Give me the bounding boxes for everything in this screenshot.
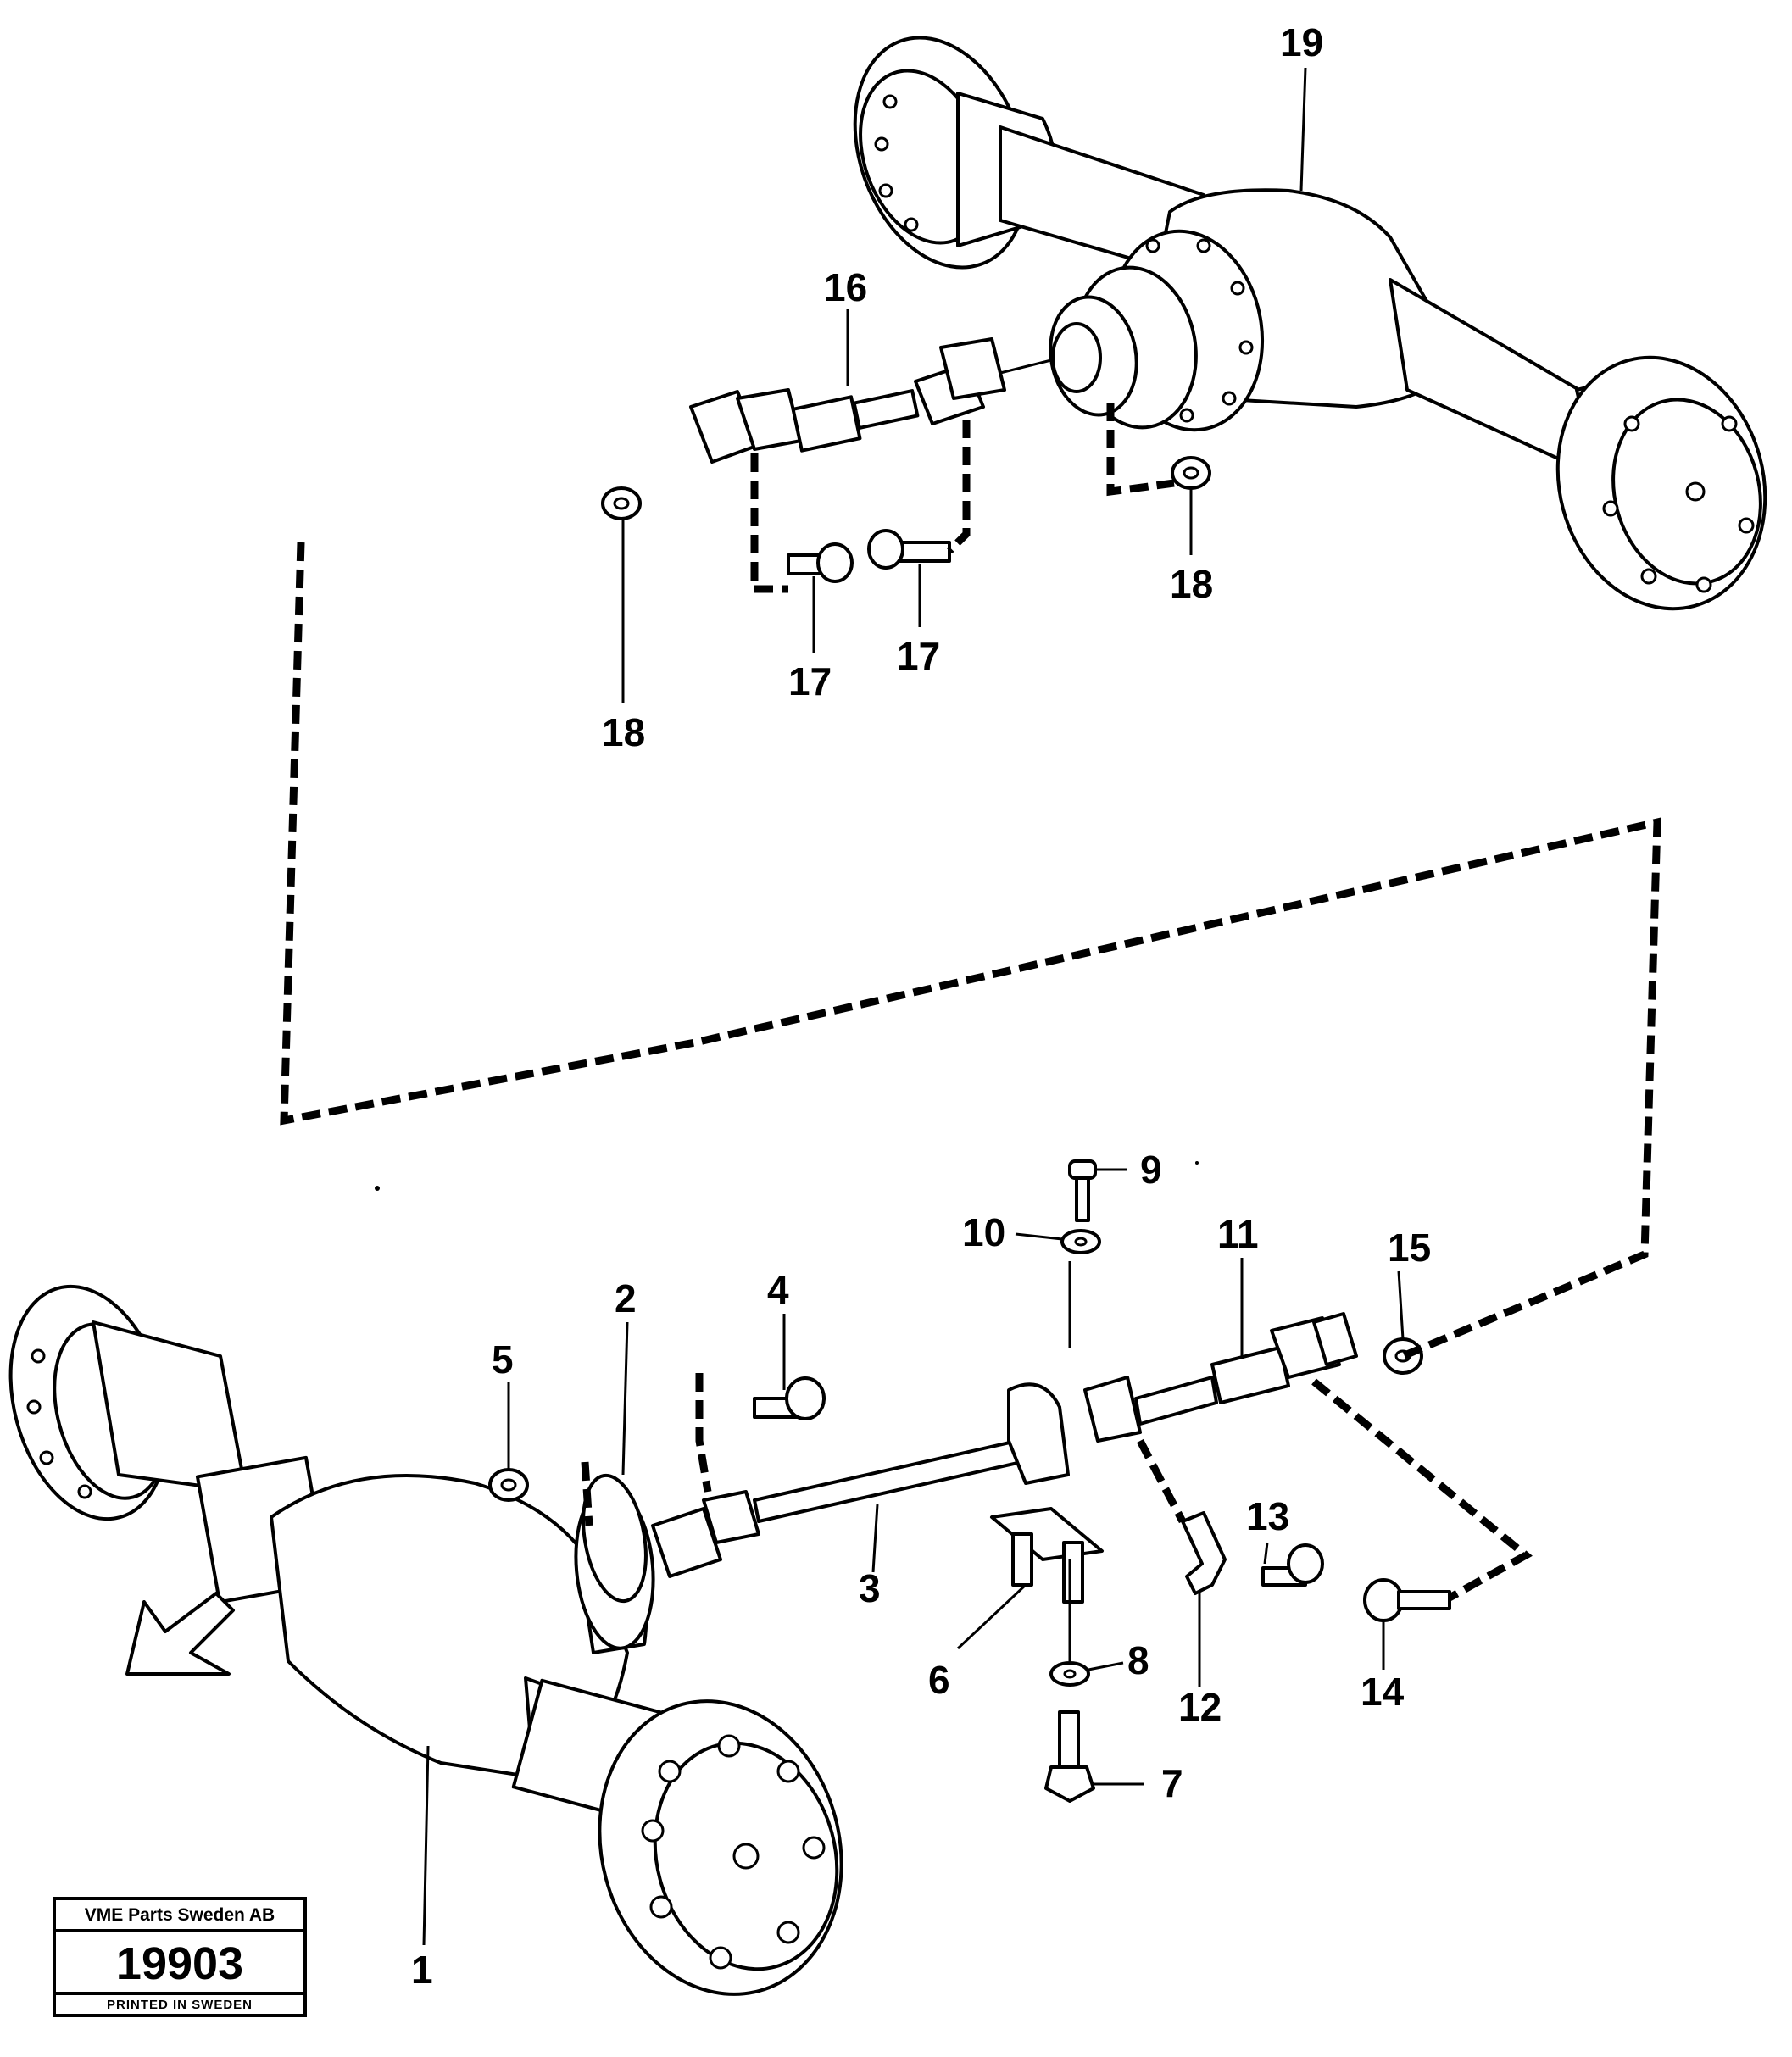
- callout-18-left: 18: [602, 710, 645, 754]
- bolt-14: [1363, 1578, 1451, 1622]
- washer-10: [1060, 1229, 1101, 1254]
- callout-4: 4: [767, 1268, 789, 1312]
- callout-2: 2: [615, 1276, 637, 1320]
- callout-6: 6: [928, 1658, 950, 1702]
- screw-9: [1068, 1159, 1097, 1222]
- upper-propeller-shaft-16: [689, 337, 1052, 464]
- nut-5: [488, 1468, 529, 1502]
- callout-17-right: 17: [897, 634, 940, 678]
- callout-17-left: 17: [788, 659, 832, 703]
- callout-9: 9: [1140, 1148, 1162, 1192]
- callout-3: 3: [859, 1566, 881, 1610]
- speck: [375, 1186, 380, 1191]
- callout-18-right: 18: [1170, 562, 1213, 606]
- stamp-company: VME Parts Sweden AB: [56, 1900, 303, 1932]
- rear-axle-19: [853, 36, 1767, 611]
- stamp-printed-in: PRINTED IN SWEDEN: [56, 1992, 303, 2014]
- nut-18-right: [1171, 456, 1211, 490]
- callout-15: 15: [1388, 1226, 1431, 1270]
- assembly-dashed-lines: [280, 403, 1661, 1601]
- bolt-4: [753, 1376, 826, 1420]
- bracket-12: [1181, 1511, 1227, 1595]
- bolt-13: [1261, 1543, 1324, 1587]
- callout-19: 19: [1280, 20, 1323, 64]
- nut-18-left: [601, 486, 642, 520]
- publisher-stamp: VME Parts Sweden AB 19903 PRINTED IN SWE…: [53, 1897, 307, 2017]
- callout-14: 14: [1361, 1670, 1405, 1714]
- callout-5: 5: [492, 1337, 514, 1382]
- callout-10: 10: [962, 1210, 1005, 1254]
- speck: [1195, 1161, 1199, 1165]
- washer-8: [1049, 1661, 1090, 1687]
- nut-15: [1383, 1337, 1423, 1375]
- callout-11: 11: [1217, 1212, 1259, 1256]
- stamp-drawing-number: 19903: [115, 1938, 244, 1989]
- bolt-17-left: [787, 542, 854, 583]
- callout-13: 13: [1246, 1494, 1289, 1538]
- callout-12: 12: [1178, 1685, 1222, 1729]
- direction-arrow: [125, 1592, 235, 1676]
- bracket-6: [990, 1507, 1104, 1604]
- leader-lines: [422, 67, 1405, 1946]
- callout-1: 1: [411, 1948, 433, 1992]
- callout-7: 7: [1161, 1761, 1183, 1805]
- callout-8: 8: [1127, 1638, 1149, 1682]
- lower-propeller-shaft-3-11: [582, 1312, 1358, 1604]
- callout-16: 16: [824, 265, 867, 309]
- bolt-7: [1044, 1710, 1095, 1803]
- bolt-17-right: [867, 529, 951, 570]
- callout-labels: 19 16 18 18 17 17 9 10 11 15 2 4 5 3 13 …: [411, 20, 1431, 1992]
